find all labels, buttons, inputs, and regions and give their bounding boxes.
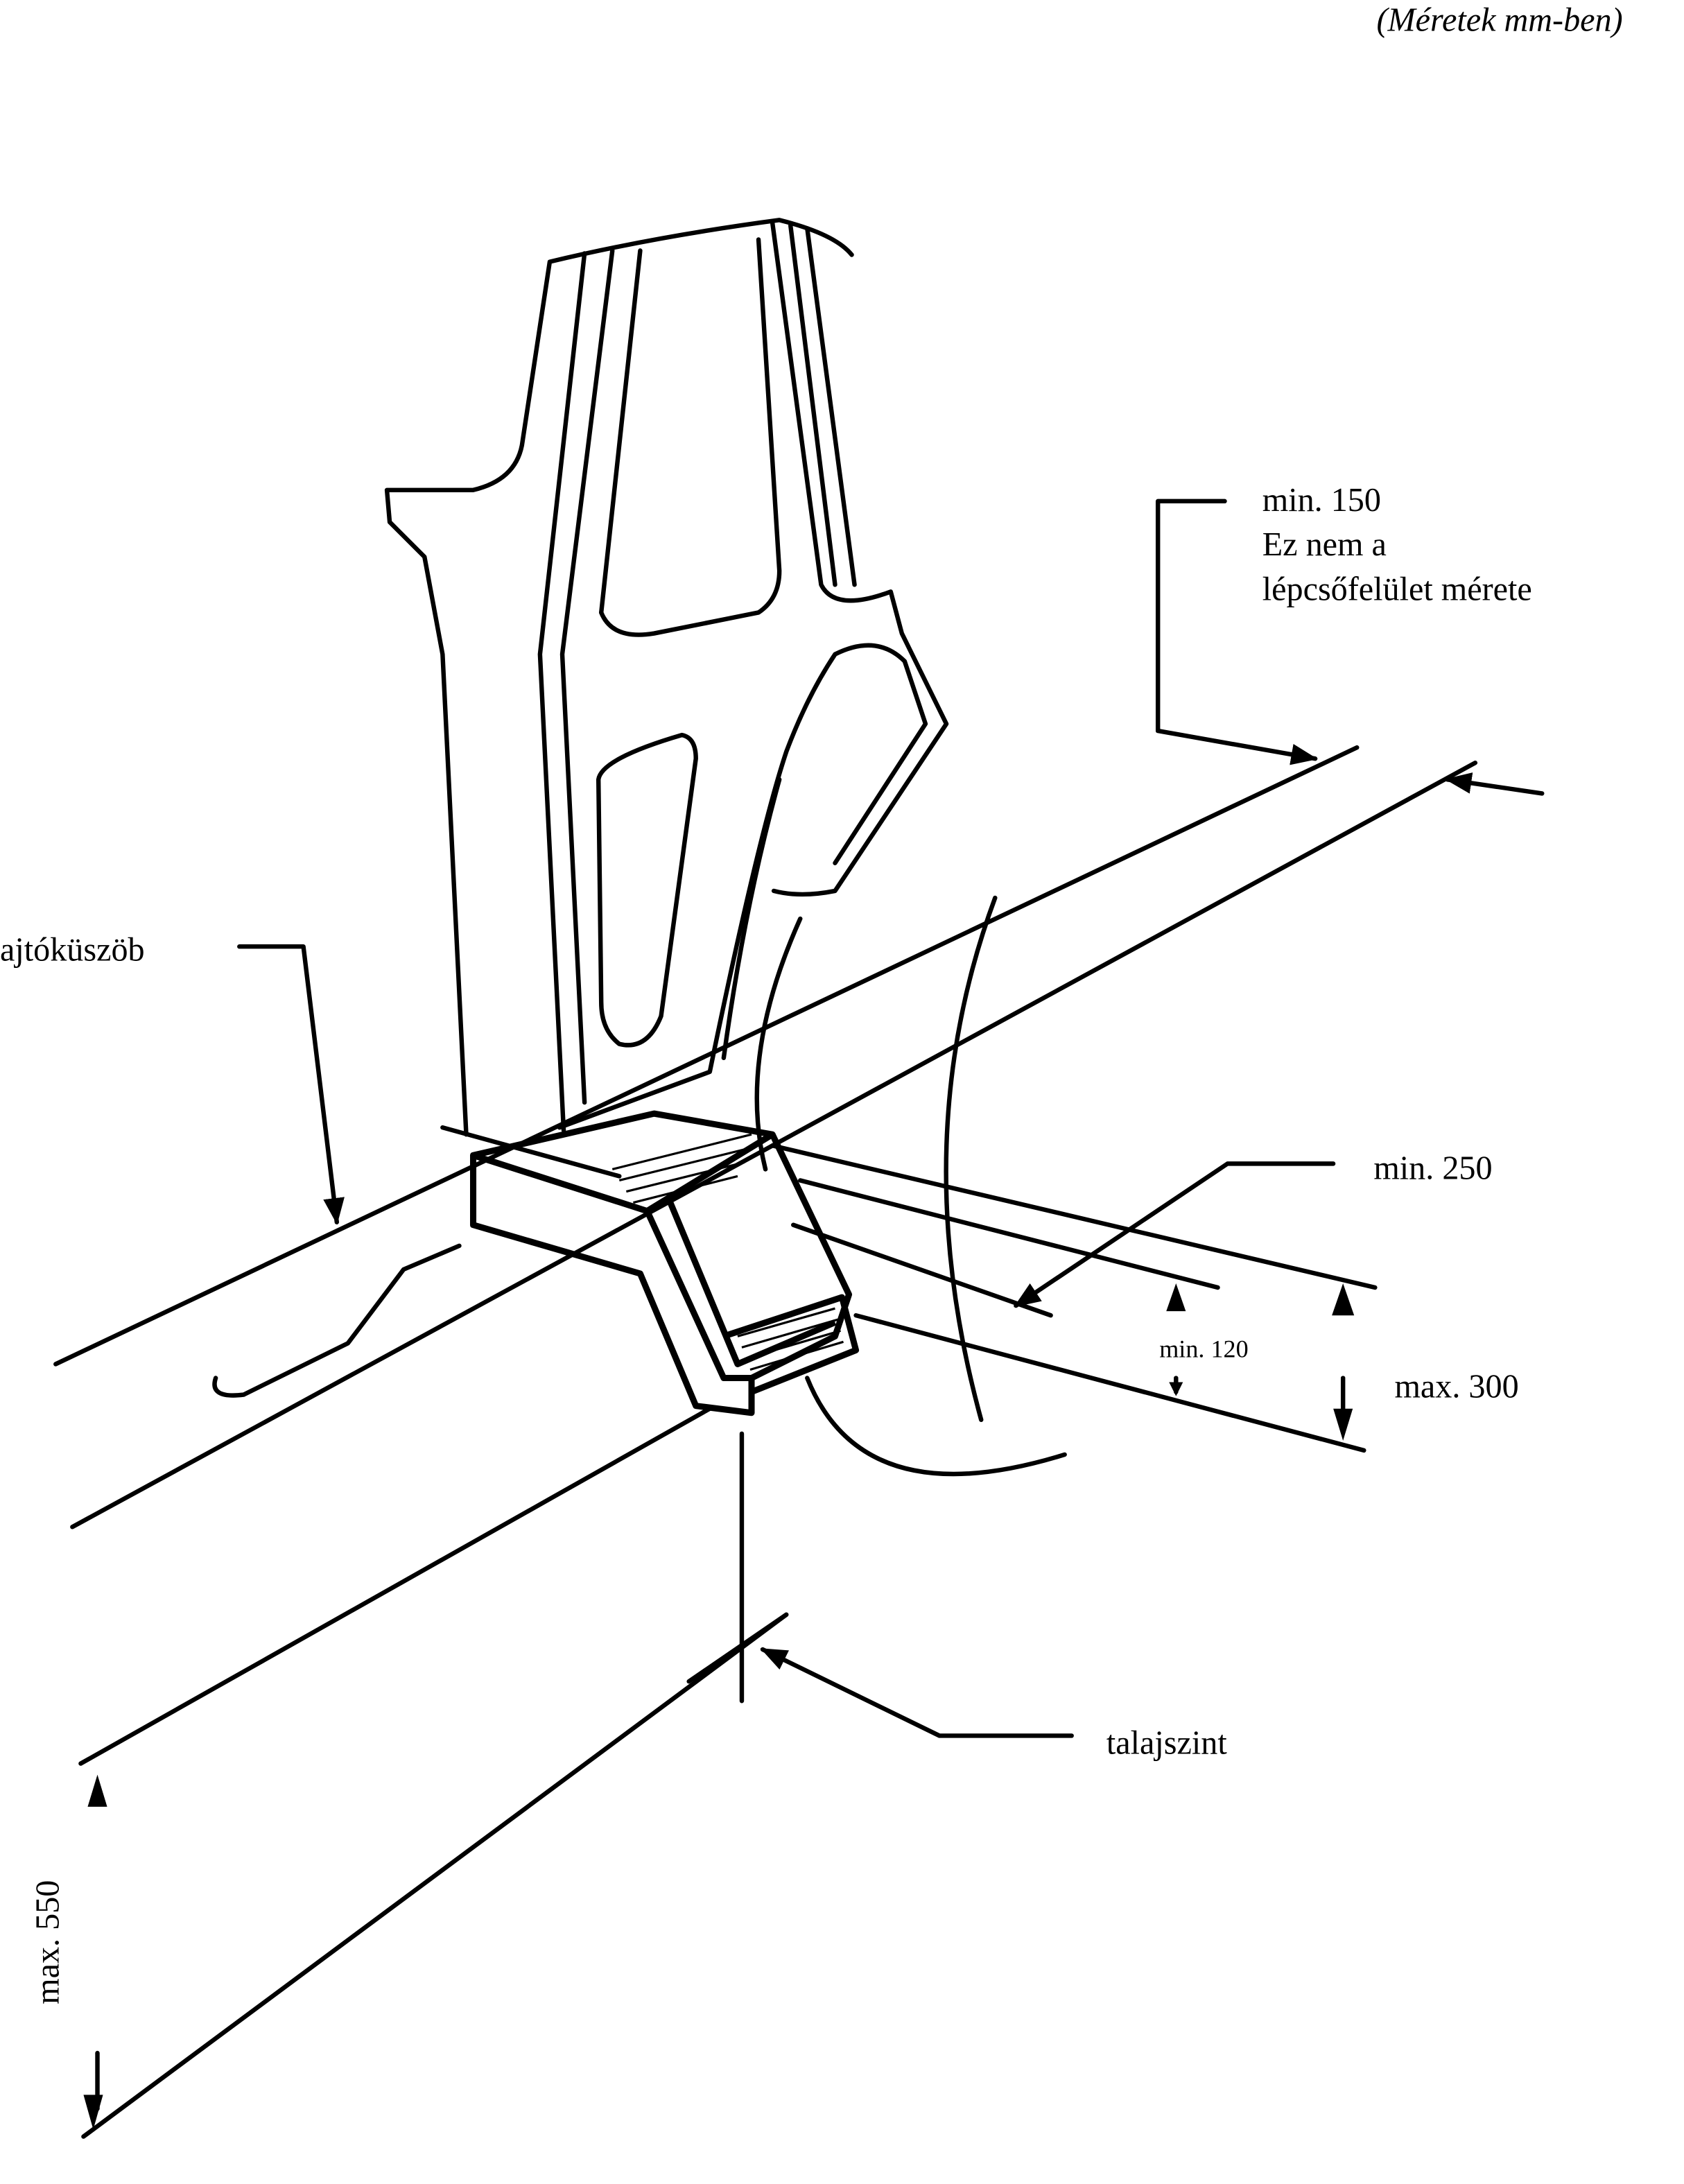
wheel-arch [754, 895, 1067, 1477]
leader-door-sill [237, 944, 345, 1225]
sill-lines [53, 745, 1478, 2139]
door-pillar-drawing [384, 218, 949, 1137]
leader-min-250 [1014, 1161, 1336, 1308]
label-first-step-height: max. 550 [29, 1880, 66, 2004]
dimension-lines [83, 1143, 1378, 2130]
label-step-width-note-2: lépcsőfelület mérete [1262, 571, 1532, 607]
label-ground-level: talajszint [1106, 1725, 1227, 1762]
leader-min-150-arrow-right [1444, 772, 1545, 796]
units-note: (Méretek mm-ben) [1376, 1, 1622, 38]
label-step-width: min. 150 [1262, 482, 1381, 519]
leader-ground-level [760, 1647, 1074, 1738]
label-step-width-note-1: Ez nem a [1262, 526, 1387, 563]
step-assembly [470, 1110, 860, 1416]
label-step-height-max: max. 300 [1394, 1369, 1518, 1405]
leader-min-150 [1155, 499, 1318, 765]
label-step-depth: min. 250 [1373, 1150, 1492, 1186]
label-step-height-min: min. 120 [1159, 1335, 1248, 1362]
label-door-sill: ajtóküszöb [0, 931, 145, 968]
